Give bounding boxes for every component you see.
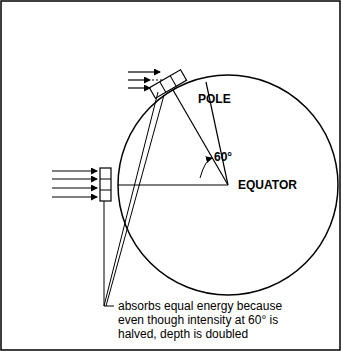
equator-label: EQUATOR xyxy=(238,178,297,192)
pole-label: POLE xyxy=(198,92,231,106)
angle-label: 60° xyxy=(214,150,232,164)
note-text: absorbs equal energy because even though… xyxy=(118,299,298,341)
